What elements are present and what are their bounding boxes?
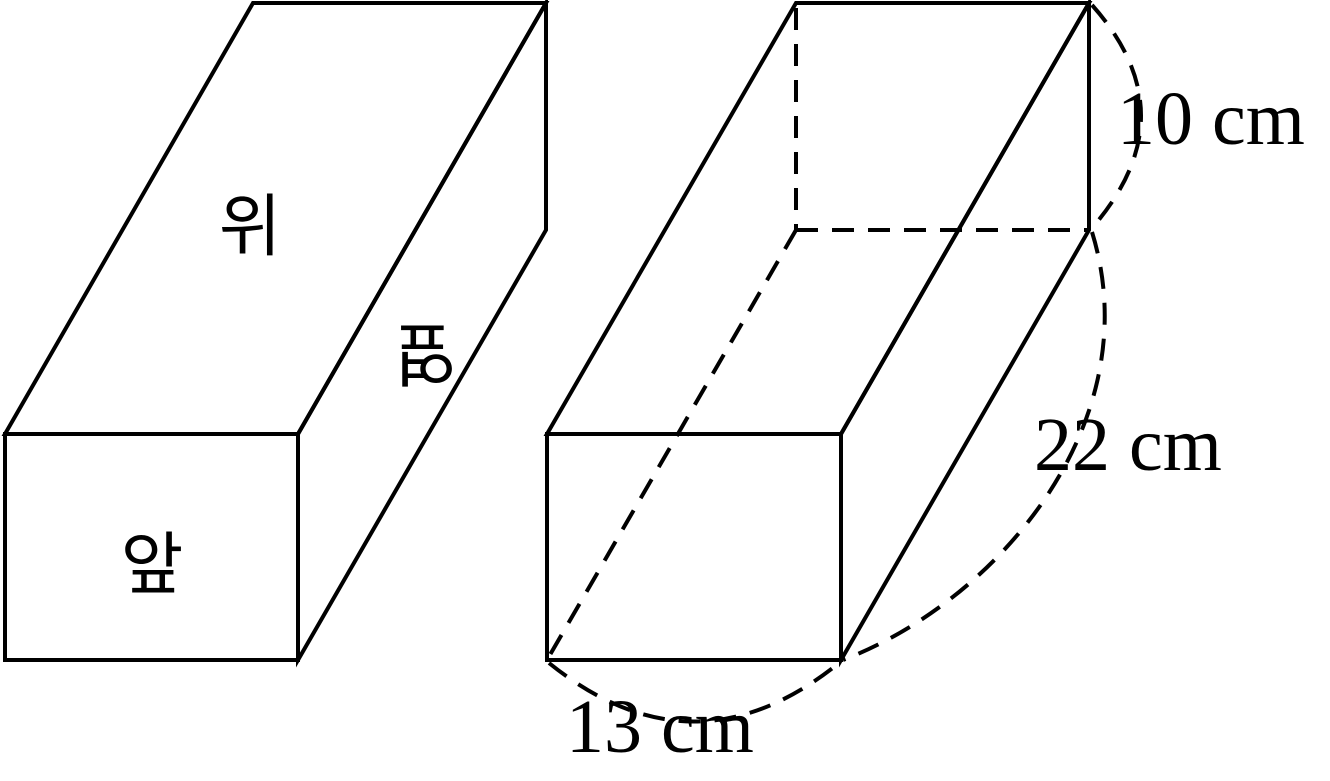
top-face-label: 위: [219, 188, 282, 267]
dimensioned-cuboid: 10 cm 22 cm 13 cm: [543, 0, 1305, 769]
width-dimension-arc: [547, 661, 841, 724]
front-face-label: 앞: [121, 526, 184, 605]
left-front-face: [3, 432, 300, 662]
side-face-label: 옆: [394, 313, 457, 392]
labeled-cuboid: 위 옆 앞: [1, 0, 550, 668]
height-dimension-arc: [1090, 3, 1143, 230]
height-label: 10 cm: [1117, 77, 1305, 161]
right-front-face: [545, 432, 843, 662]
length-dimension-arc: [842, 231, 1107, 662]
length-label: 22 cm: [1034, 403, 1222, 487]
hidden-depth-edge: [545, 228, 798, 662]
right-side-face: [839, 0, 1091, 668]
width-label: 13 cm: [566, 685, 754, 769]
